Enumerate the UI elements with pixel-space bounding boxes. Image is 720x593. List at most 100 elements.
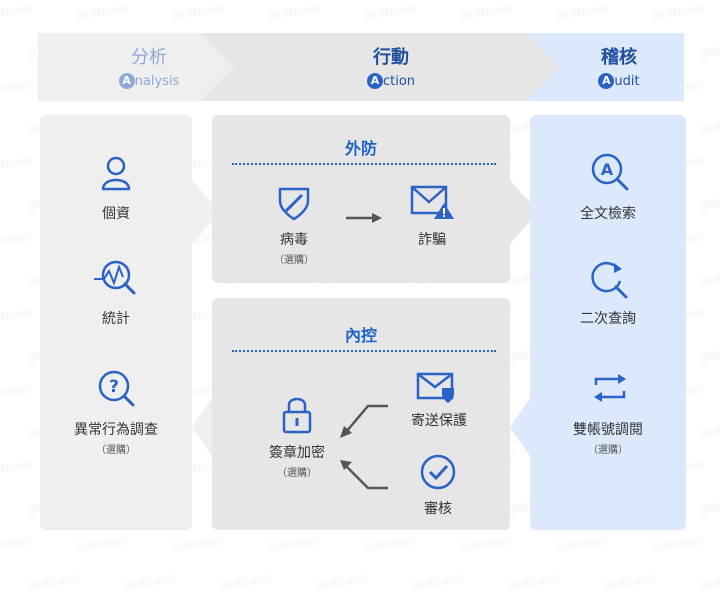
watermark-text: Softnext bbox=[0, 76, 33, 99]
watermark-text: Softnext bbox=[363, 532, 417, 555]
right-middle-chevron-connector bbox=[510, 395, 532, 459]
watermark-text: Softnext bbox=[411, 570, 465, 593]
audit-letter: A bbox=[598, 73, 615, 89]
action-letter: A bbox=[366, 73, 383, 89]
audit-panel: A 全文檢索 二次查詢 雙帳號調閱 （選購） bbox=[530, 115, 686, 530]
analysis-sub-text: nalysis bbox=[134, 73, 180, 89]
analysis-subtitle: A nalysis bbox=[38, 73, 260, 89]
send-protection-label: 寄送保護 bbox=[411, 413, 467, 429]
svg-text:?: ? bbox=[109, 377, 119, 397]
watermark-text: Softnext bbox=[0, 532, 33, 555]
external-defense-title: 外防 bbox=[344, 139, 377, 158]
virus-label: 病毒 bbox=[280, 232, 308, 248]
watermark-text: Softnext bbox=[267, 532, 321, 555]
watermark-text: Softnext bbox=[699, 570, 720, 593]
audit-title: 稽核 bbox=[601, 47, 637, 68]
analysis-chevron-shape bbox=[38, 33, 260, 101]
watermark-text: Softnext bbox=[699, 38, 720, 61]
personal-data-label: 個資 bbox=[102, 206, 130, 222]
watermark-text: Softnext bbox=[0, 0, 33, 23]
virus-optional: （選購） bbox=[274, 255, 314, 266]
watermark-text: Softnext bbox=[75, 532, 129, 555]
left-item-statistics: 統計 bbox=[40, 308, 192, 328]
action-sub-text: ction bbox=[382, 73, 416, 89]
refresh-search-icon bbox=[591, 261, 628, 299]
watermark-text: Softnext bbox=[0, 152, 33, 175]
send-protection-item: 寄送保護 bbox=[392, 410, 486, 430]
svg-text:A: A bbox=[601, 160, 614, 179]
analysis-header: 分析 A nalysis bbox=[38, 33, 260, 101]
question-magnifier-icon: ? bbox=[98, 370, 135, 407]
sign-encrypt-optional: （選購） bbox=[277, 468, 317, 479]
left-item-anomaly-investigation: 異常行為調查 （選購） bbox=[40, 419, 192, 456]
watermark-text: Softnext bbox=[219, 570, 273, 593]
internal-control-divider bbox=[232, 350, 496, 352]
arrow-right-icon bbox=[346, 213, 382, 223]
check-circle-icon bbox=[420, 454, 456, 490]
mail-shield-icon bbox=[416, 372, 454, 403]
sign-encrypt-label: 簽章加密 bbox=[269, 445, 325, 461]
analysis-title: 分析 bbox=[131, 47, 167, 68]
audit-sub-text: udit bbox=[614, 73, 640, 89]
action-header: 行動 A ction bbox=[200, 33, 562, 101]
review-label: 審核 bbox=[424, 501, 452, 517]
watermark-text: Softnext bbox=[0, 456, 33, 479]
middle-right-chevron-connector bbox=[510, 180, 538, 244]
sign-encrypt-item: 簽章加密 （選購） bbox=[252, 442, 342, 479]
action-title: 行動 bbox=[373, 47, 409, 68]
watermark-text: Softnext bbox=[171, 532, 225, 555]
watermark-text: Softnext bbox=[171, 0, 225, 23]
watermark-text: Softnext bbox=[363, 0, 417, 23]
fraud-item: 詐騙 bbox=[392, 229, 472, 249]
review-item: 審核 bbox=[398, 498, 478, 518]
right-item-secondary-query: 二次查詢 bbox=[530, 308, 686, 328]
fulltext-search-label: 全文檢索 bbox=[580, 206, 636, 222]
action-subtitle: A ction bbox=[220, 73, 562, 89]
external-defense-divider bbox=[232, 163, 496, 165]
watermark-text: Softnext bbox=[507, 570, 561, 593]
action-chevron-shape bbox=[200, 33, 562, 101]
arrow-up-left-icon bbox=[340, 460, 388, 490]
watermark-text: Softnext bbox=[0, 380, 33, 403]
watermark-text: Softnext bbox=[267, 0, 321, 23]
secondary-query-label: 二次查詢 bbox=[580, 311, 636, 327]
person-icon bbox=[101, 156, 131, 191]
watermark-text: Softnext bbox=[651, 532, 705, 555]
watermark-text: Softnext bbox=[699, 494, 720, 517]
right-item-dual-account-review: 雙帳號調閱 （選購） bbox=[530, 419, 686, 456]
analysis-letter: A bbox=[118, 73, 135, 89]
arrow-down-left-icon bbox=[340, 404, 388, 438]
watermark-text: Softnext bbox=[699, 418, 720, 441]
watermark-text: Softnext bbox=[603, 570, 657, 593]
right-item-fulltext-search: 全文檢索 bbox=[530, 203, 686, 223]
audit-chevron-shape bbox=[526, 33, 684, 101]
fraud-label: 詐騙 bbox=[418, 232, 446, 248]
watermark-text: Softnext bbox=[699, 114, 720, 137]
anomaly-investigation-label: 異常行為調查 bbox=[74, 422, 158, 438]
watermark-text: Softnext bbox=[0, 304, 33, 327]
left-pointing-chevron-connector bbox=[192, 395, 214, 459]
audit-header: 稽核 A udit bbox=[526, 33, 684, 101]
mail-warning-icon bbox=[410, 185, 454, 219]
internal-control-title: 內控 bbox=[344, 326, 377, 345]
shield-icon bbox=[278, 187, 310, 221]
watermark-text: Softnext bbox=[459, 0, 513, 23]
chart-magnifier-icon bbox=[94, 260, 136, 295]
right-pointing-chevron-connector bbox=[192, 180, 220, 244]
watermark-text: Softnext bbox=[27, 570, 81, 593]
search-a-icon: A bbox=[591, 153, 629, 191]
watermark-text: Softnext bbox=[699, 342, 720, 365]
watermark-text: Softnext bbox=[75, 0, 129, 23]
watermark-text: Softnext bbox=[699, 266, 720, 289]
anomaly-investigation-optional: （選購） bbox=[96, 445, 136, 456]
virus-item: 病毒 （選購） bbox=[252, 229, 336, 266]
watermark-text: Softnext bbox=[0, 228, 33, 251]
watermark-text: Softnext bbox=[555, 532, 609, 555]
left-item-personal-data: 個資 bbox=[40, 203, 192, 223]
audit-subtitle: A udit bbox=[554, 73, 684, 89]
lock-icon bbox=[282, 397, 312, 434]
dual-account-review-label: 雙帳號調閱 bbox=[573, 422, 643, 438]
dual-account-review-optional: （選購） bbox=[588, 445, 628, 456]
swap-arrows-icon bbox=[594, 374, 626, 402]
internal-control-panel: 內控 寄送保護 簽章加密 （選購） 審核 bbox=[212, 298, 510, 530]
